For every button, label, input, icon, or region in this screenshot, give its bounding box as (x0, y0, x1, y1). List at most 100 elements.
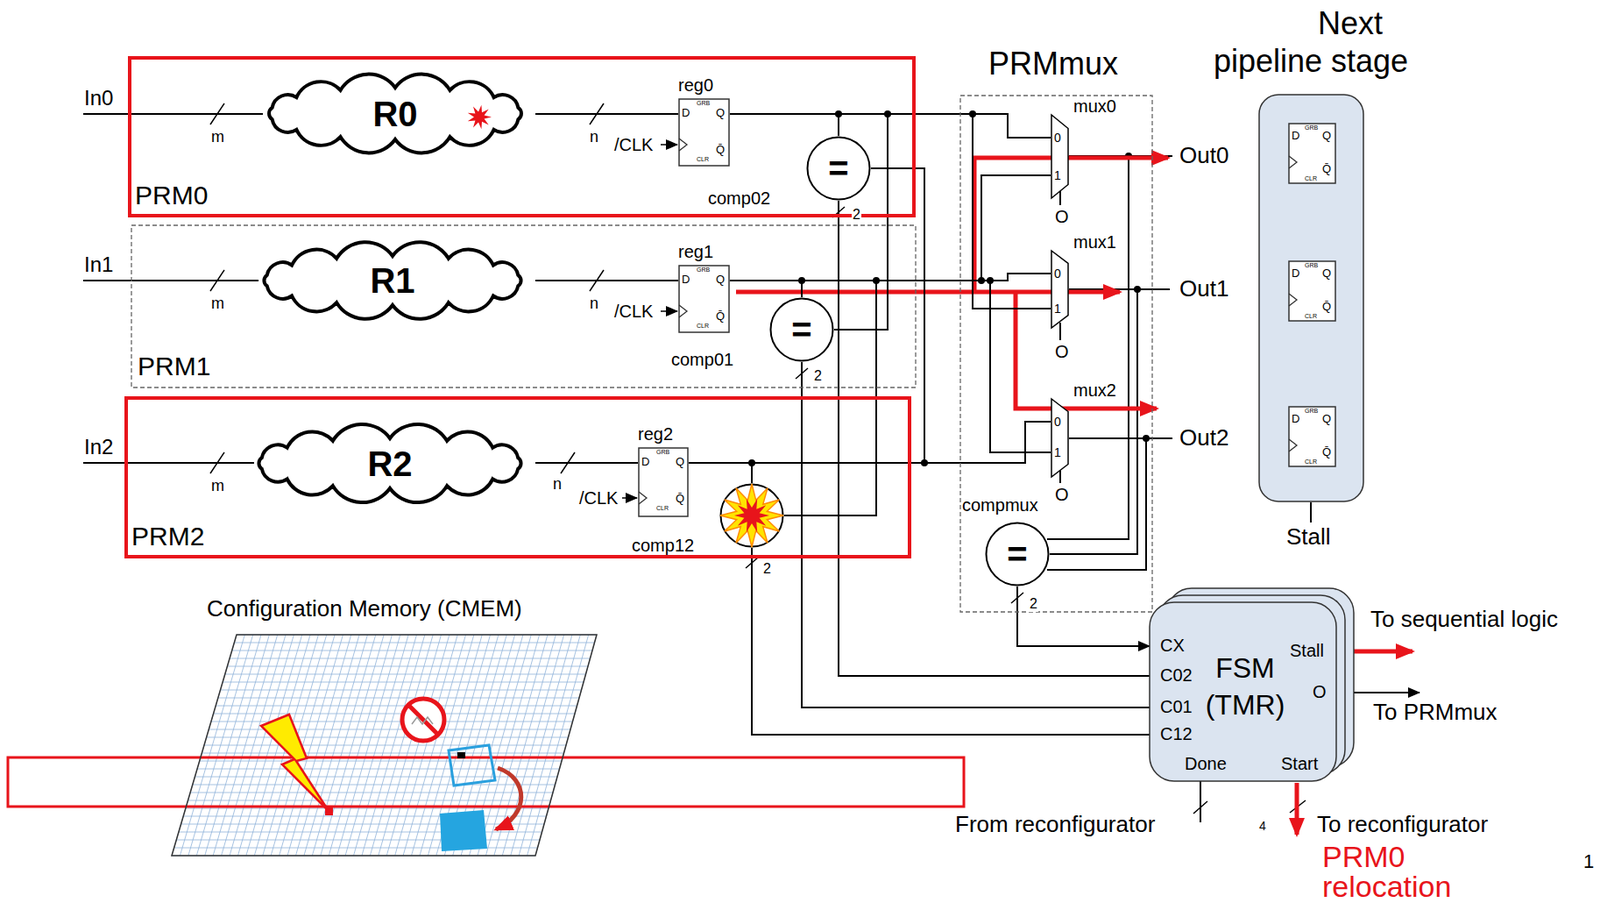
mux-node: mux201 (1050, 397, 1070, 478)
cloud-node: R0 (254, 73, 536, 154)
signal-label: 2 (1028, 595, 1039, 612)
grid-line (295, 634, 360, 856)
signal-connector (729, 113, 1051, 309)
signal-connector (729, 273, 1051, 281)
memory-illustration (261, 714, 329, 811)
pin-label: CLR (1304, 458, 1317, 466)
grid-line (494, 634, 556, 856)
signal-connector (729, 113, 1051, 138)
clock-mark (638, 491, 647, 504)
signal-label: /CLK (613, 301, 654, 322)
signal-label: From reconfigurator (954, 811, 1156, 838)
clock-arrow (660, 143, 678, 146)
grid-line (304, 634, 369, 856)
module-outline (131, 225, 916, 388)
mux-label: mux1 (1073, 232, 1117, 253)
signal-label: /CLK (578, 488, 619, 509)
grid-line (320, 634, 384, 856)
grid-line (212, 634, 278, 856)
grid-line (221, 634, 286, 856)
fault-path-arrow (1295, 782, 1300, 835)
block-title: PRMmux (988, 45, 1119, 82)
signal-label: O (1054, 206, 1070, 227)
cloud-node: R1 (249, 241, 536, 319)
pin-label: C02 (1160, 665, 1193, 686)
module-label: PRM2 (131, 521, 205, 553)
pin-label: Q (1322, 267, 1331, 281)
clock-mark (679, 304, 687, 318)
signal-connector (729, 113, 839, 136)
pin-label: CLR (696, 155, 709, 163)
pin-label: Q̄ (1322, 162, 1331, 177)
signal-wire (1193, 800, 1306, 814)
pin-label: Q (715, 106, 725, 121)
grid-line (502, 634, 564, 856)
ff-node: reg2DGRBQCLRQ̄ (637, 446, 689, 517)
comparator-label: comp12 (631, 535, 694, 556)
flip-flop (638, 447, 688, 517)
signal-label: 1 (1582, 849, 1595, 872)
signal-label: To PRMmux (1372, 699, 1499, 726)
pin-label: 0 (1054, 414, 1062, 429)
pin-label: Q̄ (1322, 300, 1331, 314)
pin-label: Stall (1289, 640, 1324, 661)
grid-line (510, 634, 573, 856)
signal-connector (801, 361, 1150, 708)
register-label: reg2 (637, 424, 673, 445)
signal-connector (729, 175, 1051, 281)
memory-illustration (325, 807, 333, 815)
register-label: reg0 (678, 75, 714, 96)
signal-label: PRM0 relocation (1321, 841, 1473, 901)
grid-line (485, 634, 548, 856)
node-outline (127, 56, 916, 218)
logic-label: R0 (254, 93, 536, 135)
signal-connector (688, 168, 925, 463)
pin-label: D (1291, 267, 1300, 281)
signal-label: n (552, 474, 563, 494)
memory-illustration (439, 809, 488, 851)
grid-line (361, 634, 425, 856)
mux-symbol (1051, 114, 1069, 199)
pin-label: C12 (1160, 723, 1193, 744)
flip-flop (1288, 406, 1336, 467)
grid-line (378, 634, 442, 856)
ff-node: reg0DGRBQCLRQ̄ (678, 98, 730, 167)
grid-line (188, 634, 254, 856)
pin-label: Q̄ (715, 310, 725, 324)
node-outline (171, 634, 597, 856)
pin-label: 0 (1054, 266, 1062, 281)
flip-flop (1288, 261, 1336, 321)
fault-mark (734, 498, 770, 532)
signal-label: 4 (1258, 818, 1268, 833)
signal-label: /CLK (613, 134, 654, 156)
signal-label: To reconfigurator (1316, 811, 1489, 838)
junction-dot (1142, 434, 1150, 442)
signal-label: m (210, 294, 226, 313)
signal-label: O (1054, 341, 1070, 362)
flip-flop (1288, 123, 1336, 184)
grid-line (179, 634, 245, 856)
pin-label: 1 (1054, 301, 1062, 316)
memory-illustration (411, 716, 433, 724)
pin-label: GRB (696, 99, 710, 107)
grid-line (369, 634, 433, 856)
signal-wire (83, 103, 1311, 822)
ff-node: DGRBQCLRQ̄ (1288, 122, 1337, 185)
pin-label: 1 (1054, 168, 1062, 183)
pin-label: Q (675, 455, 685, 469)
comparator-circle (721, 484, 784, 547)
fault-mark (467, 105, 492, 130)
module-label: PRM0 (134, 180, 208, 212)
signal-connector (688, 421, 1051, 463)
pin-label: D (1291, 412, 1300, 426)
pin-label: CLR (696, 322, 709, 330)
pin-label: GRB (1304, 407, 1318, 415)
node-outline (1050, 249, 1070, 329)
grid-line (386, 634, 450, 856)
pin-label: GRB (1304, 124, 1318, 132)
pin-label: C01 (1160, 696, 1193, 717)
signal-label: Stall (1285, 523, 1332, 551)
grid-line (353, 634, 418, 856)
